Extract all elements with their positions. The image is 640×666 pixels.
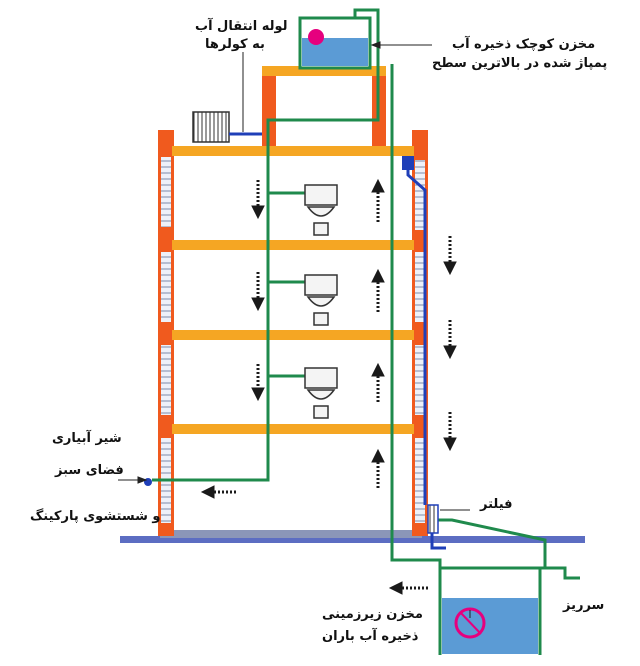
arrow-down-icon bbox=[251, 364, 265, 402]
underground-tank-label-line1: مخزن زیرزمینی bbox=[322, 607, 423, 622]
roof-tank-label-line1: مخزن کوچک ذخیره آب bbox=[452, 37, 596, 52]
arrow-down-icon bbox=[443, 412, 457, 452]
toilet-3-icon bbox=[304, 367, 338, 419]
arrow-left-icon bbox=[200, 485, 238, 499]
roof-tank-label-line2: پمپاژ شده در بالاترین سطح bbox=[432, 56, 608, 71]
flow-arrows bbox=[200, 178, 457, 595]
roof-tank bbox=[298, 16, 372, 70]
arrow-up-icon bbox=[371, 178, 385, 222]
toilet-1-icon bbox=[304, 184, 338, 236]
arrow-up-icon bbox=[371, 448, 385, 490]
ground-line bbox=[120, 530, 585, 543]
underground-tank bbox=[442, 598, 538, 654]
roof-structure bbox=[262, 66, 386, 152]
arrow-left-icon bbox=[388, 581, 430, 595]
arrow-down-icon bbox=[443, 236, 457, 276]
irrigation-label-line1: شیر آبیاری bbox=[52, 431, 122, 446]
arrow-up-icon bbox=[371, 362, 385, 404]
arrow-down-icon bbox=[443, 320, 457, 360]
cooler-pipe-label-line1: لوله انتقال آب bbox=[195, 19, 288, 34]
toilet-2-icon bbox=[304, 274, 338, 326]
callout-lines bbox=[118, 41, 471, 618]
irrigation-label-line3: و شستشوی پارکینگ bbox=[30, 509, 161, 524]
cooler-unit bbox=[192, 52, 262, 143]
building-left-wall bbox=[158, 130, 174, 536]
filter-label: فیلتر bbox=[480, 497, 513, 512]
overflow-label: سرریز bbox=[563, 598, 605, 613]
floor-slabs bbox=[172, 146, 414, 434]
arrow-down-icon bbox=[251, 272, 265, 312]
rain-downpipe bbox=[144, 156, 446, 550]
cooler-pipe-label-line2: به کولرها bbox=[205, 37, 265, 52]
green-pipe-network bbox=[152, 8, 580, 655]
irrigation-label-line2: فضای سبز bbox=[55, 463, 124, 478]
underground-tank-label-line2: ذخیره آب باران bbox=[322, 629, 419, 644]
arrow-down-icon bbox=[251, 180, 265, 220]
arrow-up-icon bbox=[371, 268, 385, 312]
